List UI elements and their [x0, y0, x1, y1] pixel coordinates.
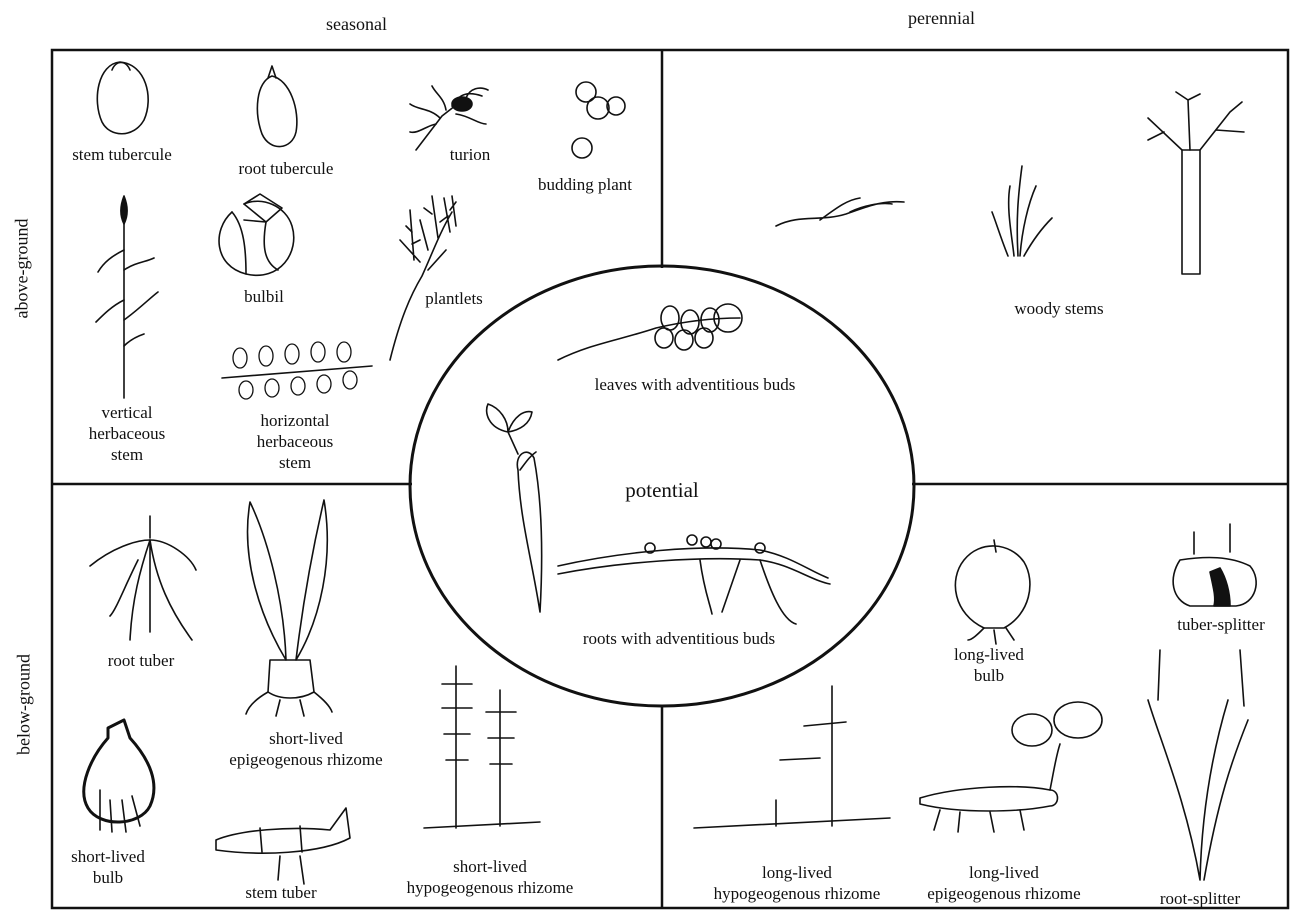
root-tubercule-drawing — [257, 66, 296, 147]
woody-stems-drawing — [776, 92, 1244, 274]
label-root-tubercule: root tubercule — [226, 158, 346, 179]
label-tuber-splitter: tuber-splitter — [1156, 614, 1286, 635]
label-turion: turion — [430, 144, 510, 165]
label-roots-with-buds: roots with adventitious buds — [544, 628, 814, 649]
label-budding-plant: budding plant — [520, 174, 650, 195]
label-horizontal-stem: horizontal herbaceous stem — [240, 410, 350, 473]
label-woody-stems: woody stems — [994, 298, 1124, 319]
label-plantlets: plantlets — [404, 288, 504, 309]
stem-tubercule-drawing — [97, 62, 148, 134]
tuber-splitter-drawing — [1173, 524, 1256, 606]
label-stem-tubercule: stem tubercule — [62, 144, 182, 165]
short-lived-bulb-drawing — [84, 720, 154, 832]
label-short-lived-epi-rhizome: short-lived epigeogenous rhizome — [216, 728, 396, 770]
header-perennial: perennial — [908, 8, 975, 29]
root-tuber-drawing — [90, 516, 196, 640]
short-lived-epi-rhizome-drawing — [246, 500, 332, 716]
label-long-lived-epi-rhizome: long-lived epigeogenous rhizome — [904, 862, 1104, 904]
label-root-tuber: root tuber — [86, 650, 196, 671]
long-lived-epi-rhizome-drawing — [920, 702, 1102, 832]
vertical-stem-drawing — [96, 196, 158, 398]
header-seasonal: seasonal — [326, 14, 387, 35]
label-short-lived-hypo-rhizome: short-lived hypogeogenous rhizome — [380, 856, 600, 898]
label-root-splitter: root-splitter — [1140, 888, 1260, 909]
label-vertical-stem: vertical herbaceous stem — [72, 402, 182, 465]
root-splitter-drawing — [1148, 650, 1248, 880]
label-leaves-with-buds: leaves with adventitious buds — [560, 374, 830, 395]
leaves-with-buds-drawing — [558, 304, 742, 360]
roots-with-buds-drawing — [558, 535, 830, 624]
header-below-ground: below-ground — [14, 645, 35, 765]
long-lived-hypo-rhizome-drawing — [694, 686, 890, 828]
plantlets-drawing — [390, 196, 456, 360]
header-above-ground: above-ground — [12, 209, 33, 329]
label-long-lived-hypo-rhizome: long-lived hypogeogenous rhizome — [684, 862, 910, 904]
horizontal-stem-drawing — [222, 342, 372, 399]
label-bulbil: bulbil — [224, 286, 304, 307]
label-short-lived-bulb: short-lived bulb — [58, 846, 158, 888]
stem-tuber-drawing — [216, 808, 350, 884]
label-stem-tuber: stem tuber — [226, 882, 336, 903]
label-potential: potential — [602, 480, 722, 501]
long-lived-bulb-drawing — [955, 540, 1030, 644]
turion-drawing — [410, 86, 488, 150]
label-long-lived-bulb: long-lived bulb — [934, 644, 1044, 686]
bulbil-drawing — [219, 194, 294, 275]
root-seedling-drawing — [487, 404, 542, 612]
budding-plant-drawing — [572, 82, 625, 158]
short-lived-hypo-rhizome-drawing — [424, 666, 540, 828]
